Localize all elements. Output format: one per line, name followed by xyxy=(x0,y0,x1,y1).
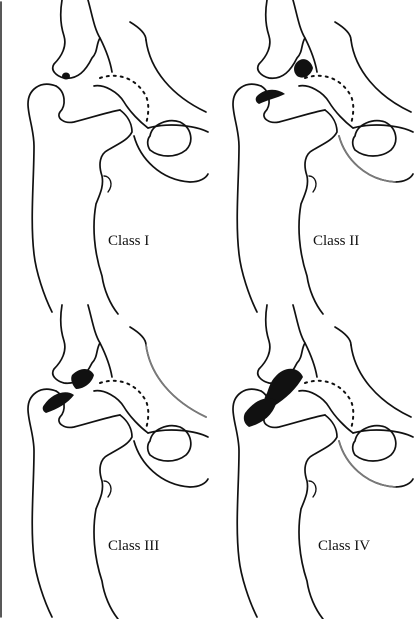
panel-3-label: Class III xyxy=(108,538,159,555)
bone-island-marker xyxy=(62,73,70,80)
panel-4-label: Class IV xyxy=(318,538,370,555)
upper-spur-marker xyxy=(294,59,313,77)
panel-4-drawing xyxy=(233,305,413,619)
panel-1-label: Class I xyxy=(108,233,149,250)
lower-ankylosis-marker xyxy=(244,398,277,427)
panel-2-drawing xyxy=(233,0,413,314)
lower-bridge-marker xyxy=(43,392,74,413)
panel-3-drawing xyxy=(28,305,208,619)
lower-spur-marker xyxy=(256,90,285,104)
panel-2-label: Class II xyxy=(313,233,359,250)
upper-bridge-marker xyxy=(71,369,94,389)
panel-1-drawing xyxy=(28,0,208,314)
